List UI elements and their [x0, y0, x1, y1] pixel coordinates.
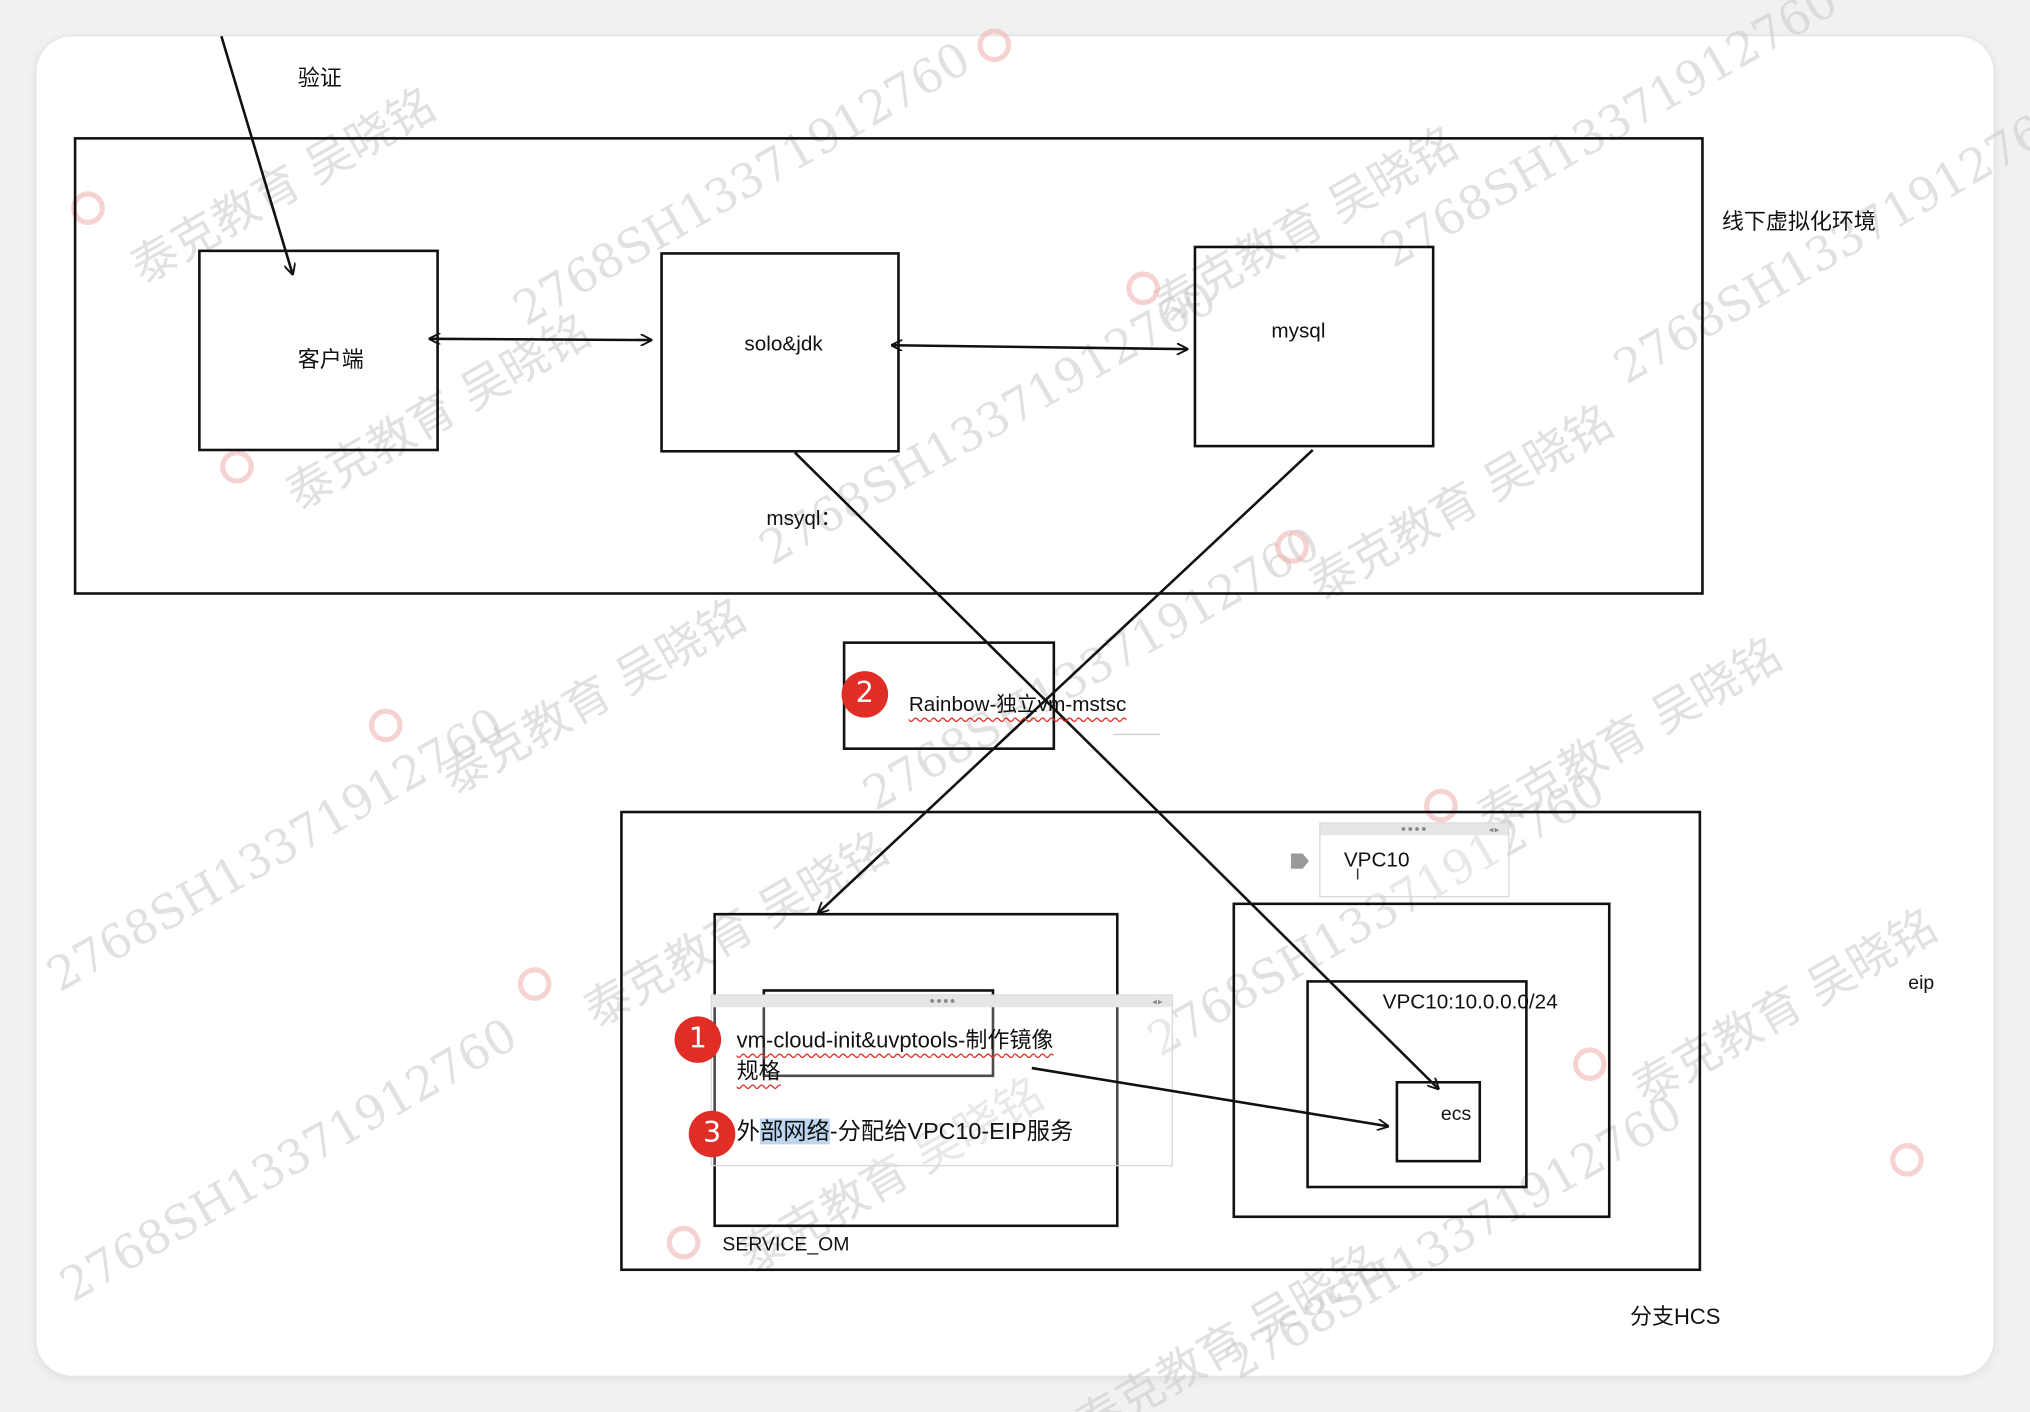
client-node [198, 249, 439, 452]
step-3-badge: 3 [688, 1110, 736, 1158]
resize-arrows-icon[interactable]: ◂▸ [1488, 826, 1501, 836]
note-3-highlight: 部网络 [759, 1118, 830, 1145]
note-1-line-2: 规格 [736, 1058, 781, 1084]
client-label: 客户端 [297, 347, 364, 373]
step-2-badge: 2 [841, 671, 889, 718]
mysql-label: mysql [1271, 320, 1326, 343]
ecs-label: ecs [1440, 1102, 1472, 1125]
service-om-node [713, 912, 1119, 1228]
offline-virtualization-container [73, 137, 1704, 595]
diagram-canvas [36, 36, 1994, 1376]
vpc10-subnet [1306, 980, 1528, 1189]
resize-arrows-icon[interactable]: ◂▸ [1152, 998, 1164, 1008]
vpc10-label: VPC10 [1343, 849, 1410, 872]
note-3-text: 外部网络-分配给VPC10-EIP服务 [736, 1113, 1074, 1147]
mysql-to-service-om-arrow [818, 449, 1314, 913]
text-annotation-panel[interactable]: ●●●● ◂▸ [710, 994, 1173, 1167]
service-om-label: SERVICE_OM [722, 1233, 850, 1256]
solo-jdk-label: solo&jdk [744, 333, 823, 356]
solo-to-ecs-arrow [793, 451, 1438, 1089]
rainbow-label: Rainbow-独立vm-mstsc [908, 694, 1127, 717]
inner-box [762, 989, 995, 1078]
drag-handle-icon[interactable]: ●●●● [1400, 824, 1428, 835]
vpc10-container [1232, 902, 1611, 1219]
vpc10-annotation-panel[interactable]: ●●●● ◂▸ [1319, 822, 1510, 898]
eip-to-ecs-arrow [1031, 1066, 1388, 1126]
note-1-text: vm-cloud-init&uvptools-制作镜像 [736, 1027, 1054, 1053]
eip-label: eip [1908, 972, 1935, 995]
tag-icon [1290, 853, 1309, 869]
panel-title-bar[interactable] [1320, 823, 1509, 836]
offline-env-label: 线下虚拟化环境 [1721, 209, 1876, 235]
text-cursor-icon: I [1355, 865, 1360, 884]
vpc-cidr-label: VPC10:10.0.0.0/24 [1382, 991, 1558, 1014]
branch-hcs-container [620, 810, 1702, 1272]
msyql-label: msyql： [766, 508, 842, 531]
branch-hcs-label: 分支HCS [1629, 1304, 1721, 1330]
note-3-suffix: -分配给VPC10-EIP服务 [829, 1118, 1074, 1145]
client-solo-arrow [430, 339, 651, 340]
verify-label: 验证 [297, 65, 342, 91]
panel-title-bar[interactable] [712, 995, 1172, 1008]
note-1-line-1: vm-cloud-init&uvptools-制作镜像 [737, 1022, 1054, 1054]
verify-arrow [220, 35, 292, 274]
note-3-prefix: 外 [736, 1118, 760, 1145]
mysql-node [1193, 245, 1435, 448]
solo-mysql-arrow [892, 345, 1187, 349]
step-1-badge: 1 [674, 1016, 722, 1063]
drag-handle-icon[interactable]: ●●●● [929, 996, 957, 1006]
